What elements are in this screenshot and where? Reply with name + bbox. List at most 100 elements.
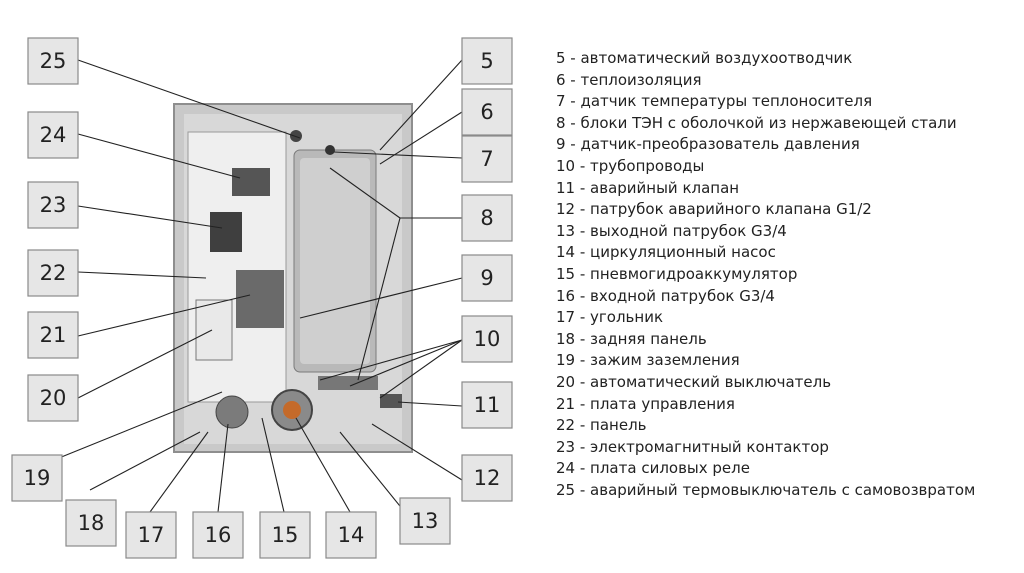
leader-20 bbox=[77, 329, 213, 399]
leader-lines bbox=[53, 59, 463, 517]
svg-text:11: 11 bbox=[474, 393, 501, 417]
legend-item: 20 - автоматический выключатель bbox=[556, 372, 832, 391]
sensor-7 bbox=[325, 145, 335, 155]
pump-core bbox=[283, 401, 301, 419]
legend-item: 6 - теплоизоляция bbox=[556, 70, 702, 89]
legend-item: 16 - входной патрубок G3/4 bbox=[556, 286, 775, 305]
svg-text:18: 18 bbox=[78, 511, 105, 535]
callout-9: 9 bbox=[461, 254, 513, 302]
leader-18 bbox=[89, 431, 201, 491]
callout-8: 8 bbox=[461, 194, 513, 242]
leader-10b bbox=[349, 339, 463, 387]
callout-16: 16 bbox=[192, 511, 244, 559]
svg-text:12: 12 bbox=[474, 466, 501, 490]
svg-text:6: 6 bbox=[480, 100, 493, 124]
contactor bbox=[210, 212, 242, 252]
svg-text:5: 5 bbox=[480, 49, 493, 73]
leader-24 bbox=[77, 133, 241, 179]
leader-16 bbox=[217, 423, 229, 513]
legend-item: 24 - плата силовых реле bbox=[556, 459, 750, 478]
callout-19: 19 bbox=[11, 454, 63, 502]
callout-12: 12 bbox=[461, 454, 513, 502]
leader-11 bbox=[397, 401, 463, 407]
air-vent bbox=[290, 130, 302, 142]
legend-item: 23 - электромагнитный контактор bbox=[556, 437, 829, 456]
svg-text:24: 24 bbox=[40, 123, 67, 147]
relay-board bbox=[232, 168, 270, 196]
svg-text:19: 19 bbox=[24, 466, 51, 490]
legend-item: 10 - трубопроводы bbox=[556, 156, 705, 175]
control-board bbox=[236, 270, 284, 328]
leader-23 bbox=[77, 205, 223, 229]
callout-5: 5 bbox=[461, 37, 513, 85]
leader-6 bbox=[379, 111, 463, 165]
legend-item: 9 - датчик-преобразователь давления bbox=[556, 135, 860, 154]
legend-item: 14 - циркуляционный насос bbox=[556, 243, 776, 262]
legend-item: 17 - угольник bbox=[556, 308, 664, 327]
svg-text:9: 9 bbox=[480, 266, 493, 290]
svg-text:20: 20 bbox=[40, 386, 67, 410]
leader-7 bbox=[333, 151, 463, 159]
legend-item: 12 - патрубок аварийного клапана G1/2 bbox=[556, 200, 872, 219]
callout-18: 18 bbox=[65, 499, 117, 547]
legend-item: 11 - аварийный клапан bbox=[556, 178, 740, 197]
leader-22 bbox=[77, 271, 207, 279]
insulation bbox=[300, 158, 370, 364]
leader-12 bbox=[371, 423, 463, 481]
pipes bbox=[318, 376, 378, 390]
legend-item: 8 - блоки ТЭН с оболочкой из нержавеющей… bbox=[556, 113, 957, 132]
svg-text:7: 7 bbox=[480, 147, 493, 171]
svg-text:14: 14 bbox=[338, 523, 365, 547]
leader-14 bbox=[295, 417, 351, 513]
safety-valve bbox=[380, 394, 402, 408]
callout-24: 24 bbox=[27, 111, 79, 159]
callout-17: 17 bbox=[125, 511, 177, 559]
svg-text:16: 16 bbox=[205, 523, 232, 547]
svg-text:21: 21 bbox=[40, 323, 67, 347]
leader-10c bbox=[379, 339, 463, 399]
leader-19 bbox=[53, 391, 223, 461]
legend-item: 7 - датчик температуры теплоносителя bbox=[556, 92, 873, 111]
accumulator bbox=[215, 395, 249, 429]
legend-item: 15 - пневмогидроаккумулятор bbox=[556, 264, 798, 283]
svg-text:17: 17 bbox=[138, 523, 165, 547]
legend-list: 5 - автоматический воздухоотводчик 6 - т… bbox=[556, 48, 1016, 501]
callout-10: 10 bbox=[461, 315, 513, 363]
svg-text:15: 15 bbox=[272, 523, 299, 547]
callout-11: 11 bbox=[461, 381, 513, 429]
svg-text:8: 8 bbox=[480, 206, 493, 230]
leader-15 bbox=[261, 417, 285, 513]
leader-5 bbox=[379, 59, 463, 151]
callout-23: 23 bbox=[27, 181, 79, 229]
legend-item: 13 - выходной патрубок G3/4 bbox=[556, 221, 787, 240]
callout-14: 14 bbox=[325, 511, 377, 559]
leader-10a bbox=[319, 339, 463, 381]
callout-22: 22 bbox=[27, 249, 79, 297]
legend-item: 21 - плата управления bbox=[556, 394, 735, 413]
leader-25 bbox=[77, 59, 301, 139]
leader-17 bbox=[149, 431, 209, 513]
legend-item: 25 - аварийный термовыключатель с самово… bbox=[556, 480, 976, 499]
callout-6: 6 bbox=[461, 88, 513, 136]
callout-21: 21 bbox=[27, 311, 79, 359]
callout-15: 15 bbox=[259, 511, 311, 559]
leader-13 bbox=[339, 431, 409, 517]
callout-20: 20 bbox=[27, 374, 79, 422]
boiler-photo bbox=[173, 103, 413, 453]
callout-7: 7 bbox=[461, 135, 513, 183]
leader-8b bbox=[357, 217, 401, 381]
svg-text:23: 23 bbox=[40, 193, 67, 217]
boiler-diagram: 25 24 23 22 21 20 19 18 17 16 15 14 13 1… bbox=[11, 37, 513, 559]
callout-13: 13 bbox=[399, 497, 451, 545]
leader-9 bbox=[299, 277, 463, 319]
leader-8c bbox=[329, 167, 401, 219]
legend-item: 18 - задняя панель bbox=[556, 329, 707, 348]
callout-25: 25 bbox=[27, 37, 79, 85]
legend-item: 19 - зажим заземления bbox=[556, 351, 740, 370]
svg-text:22: 22 bbox=[40, 261, 67, 285]
legend-item: 5 - автоматический воздухоотводчик bbox=[556, 49, 853, 67]
svg-text:25: 25 bbox=[40, 49, 67, 73]
circuit-breaker bbox=[195, 299, 233, 361]
legend-item: 22 - панель bbox=[556, 416, 647, 435]
leader-21 bbox=[77, 294, 251, 337]
